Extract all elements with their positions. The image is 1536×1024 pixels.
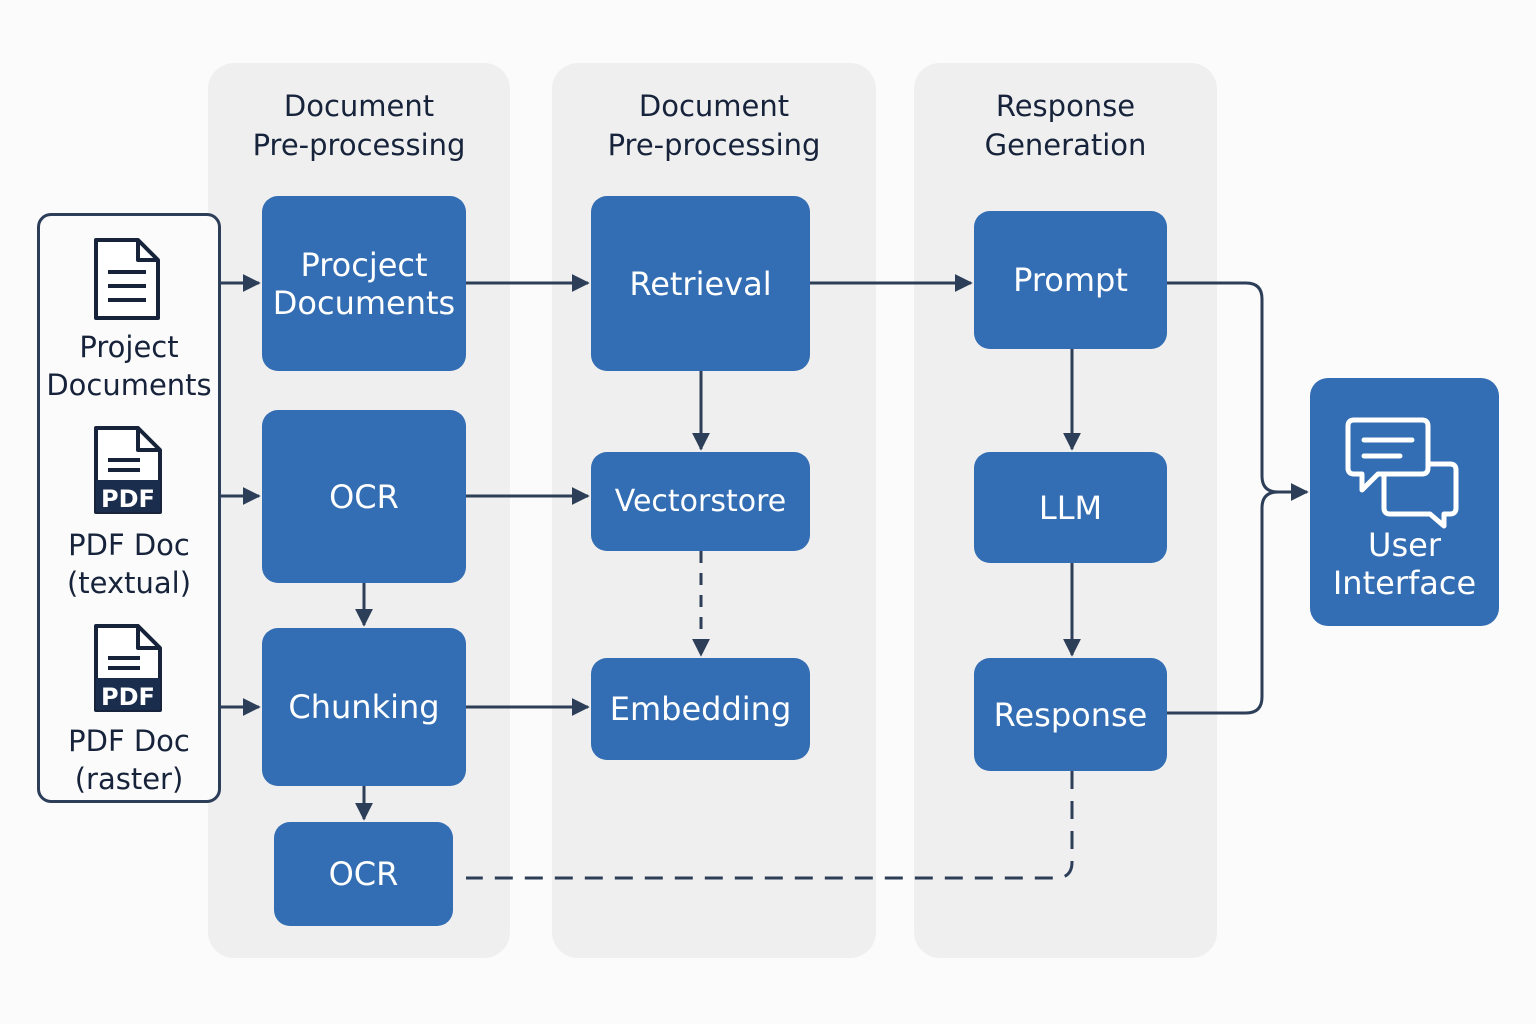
node-retrieval: Retrieval — [591, 196, 810, 371]
lane-title: Document Pre-processing — [252, 89, 466, 162]
pdf-badge: PDF — [101, 683, 155, 711]
user-interface-label: User Interface — [1332, 526, 1477, 602]
node-embedding: Embedding — [591, 658, 810, 760]
document-icon — [94, 238, 160, 320]
node-vectorstore: Vectorstore — [591, 452, 810, 551]
source-label-pdf-textual: PDF Doc (textual) — [66, 528, 192, 600]
pdf-badge: PDF — [101, 485, 155, 513]
node-chunking: Chunking — [262, 628, 466, 786]
node-project-documents: Procject Documents — [262, 196, 466, 371]
source-label-pdf-raster: PDF Doc (raster) — [68, 724, 190, 796]
lane-title: Document Pre-processing — [607, 89, 821, 162]
pdf-icon — [94, 426, 162, 514]
node-llm: LLM — [974, 452, 1167, 563]
line-response-to-user-interface — [1167, 490, 1279, 715]
node-user-interface: User Interface — [1310, 378, 1499, 626]
pdf-icon — [94, 624, 162, 712]
lane-title: Response Generation — [984, 89, 1147, 162]
node-response: Response — [974, 658, 1167, 771]
arrow-prompt-to-user-interface — [1167, 281, 1309, 501]
node-ocr: OCR — [262, 410, 466, 583]
chat-bubbles-icon — [1345, 417, 1459, 529]
node-prompt: Prompt — [974, 211, 1167, 349]
source-label-project-documents: Project Documents — [46, 330, 212, 402]
dashed-response-to-ocr — [466, 771, 1074, 880]
sources-panel: Project Documents PDF PDF Doc (textual) … — [37, 213, 221, 803]
node-ocr-bottom: OCR — [274, 822, 453, 926]
